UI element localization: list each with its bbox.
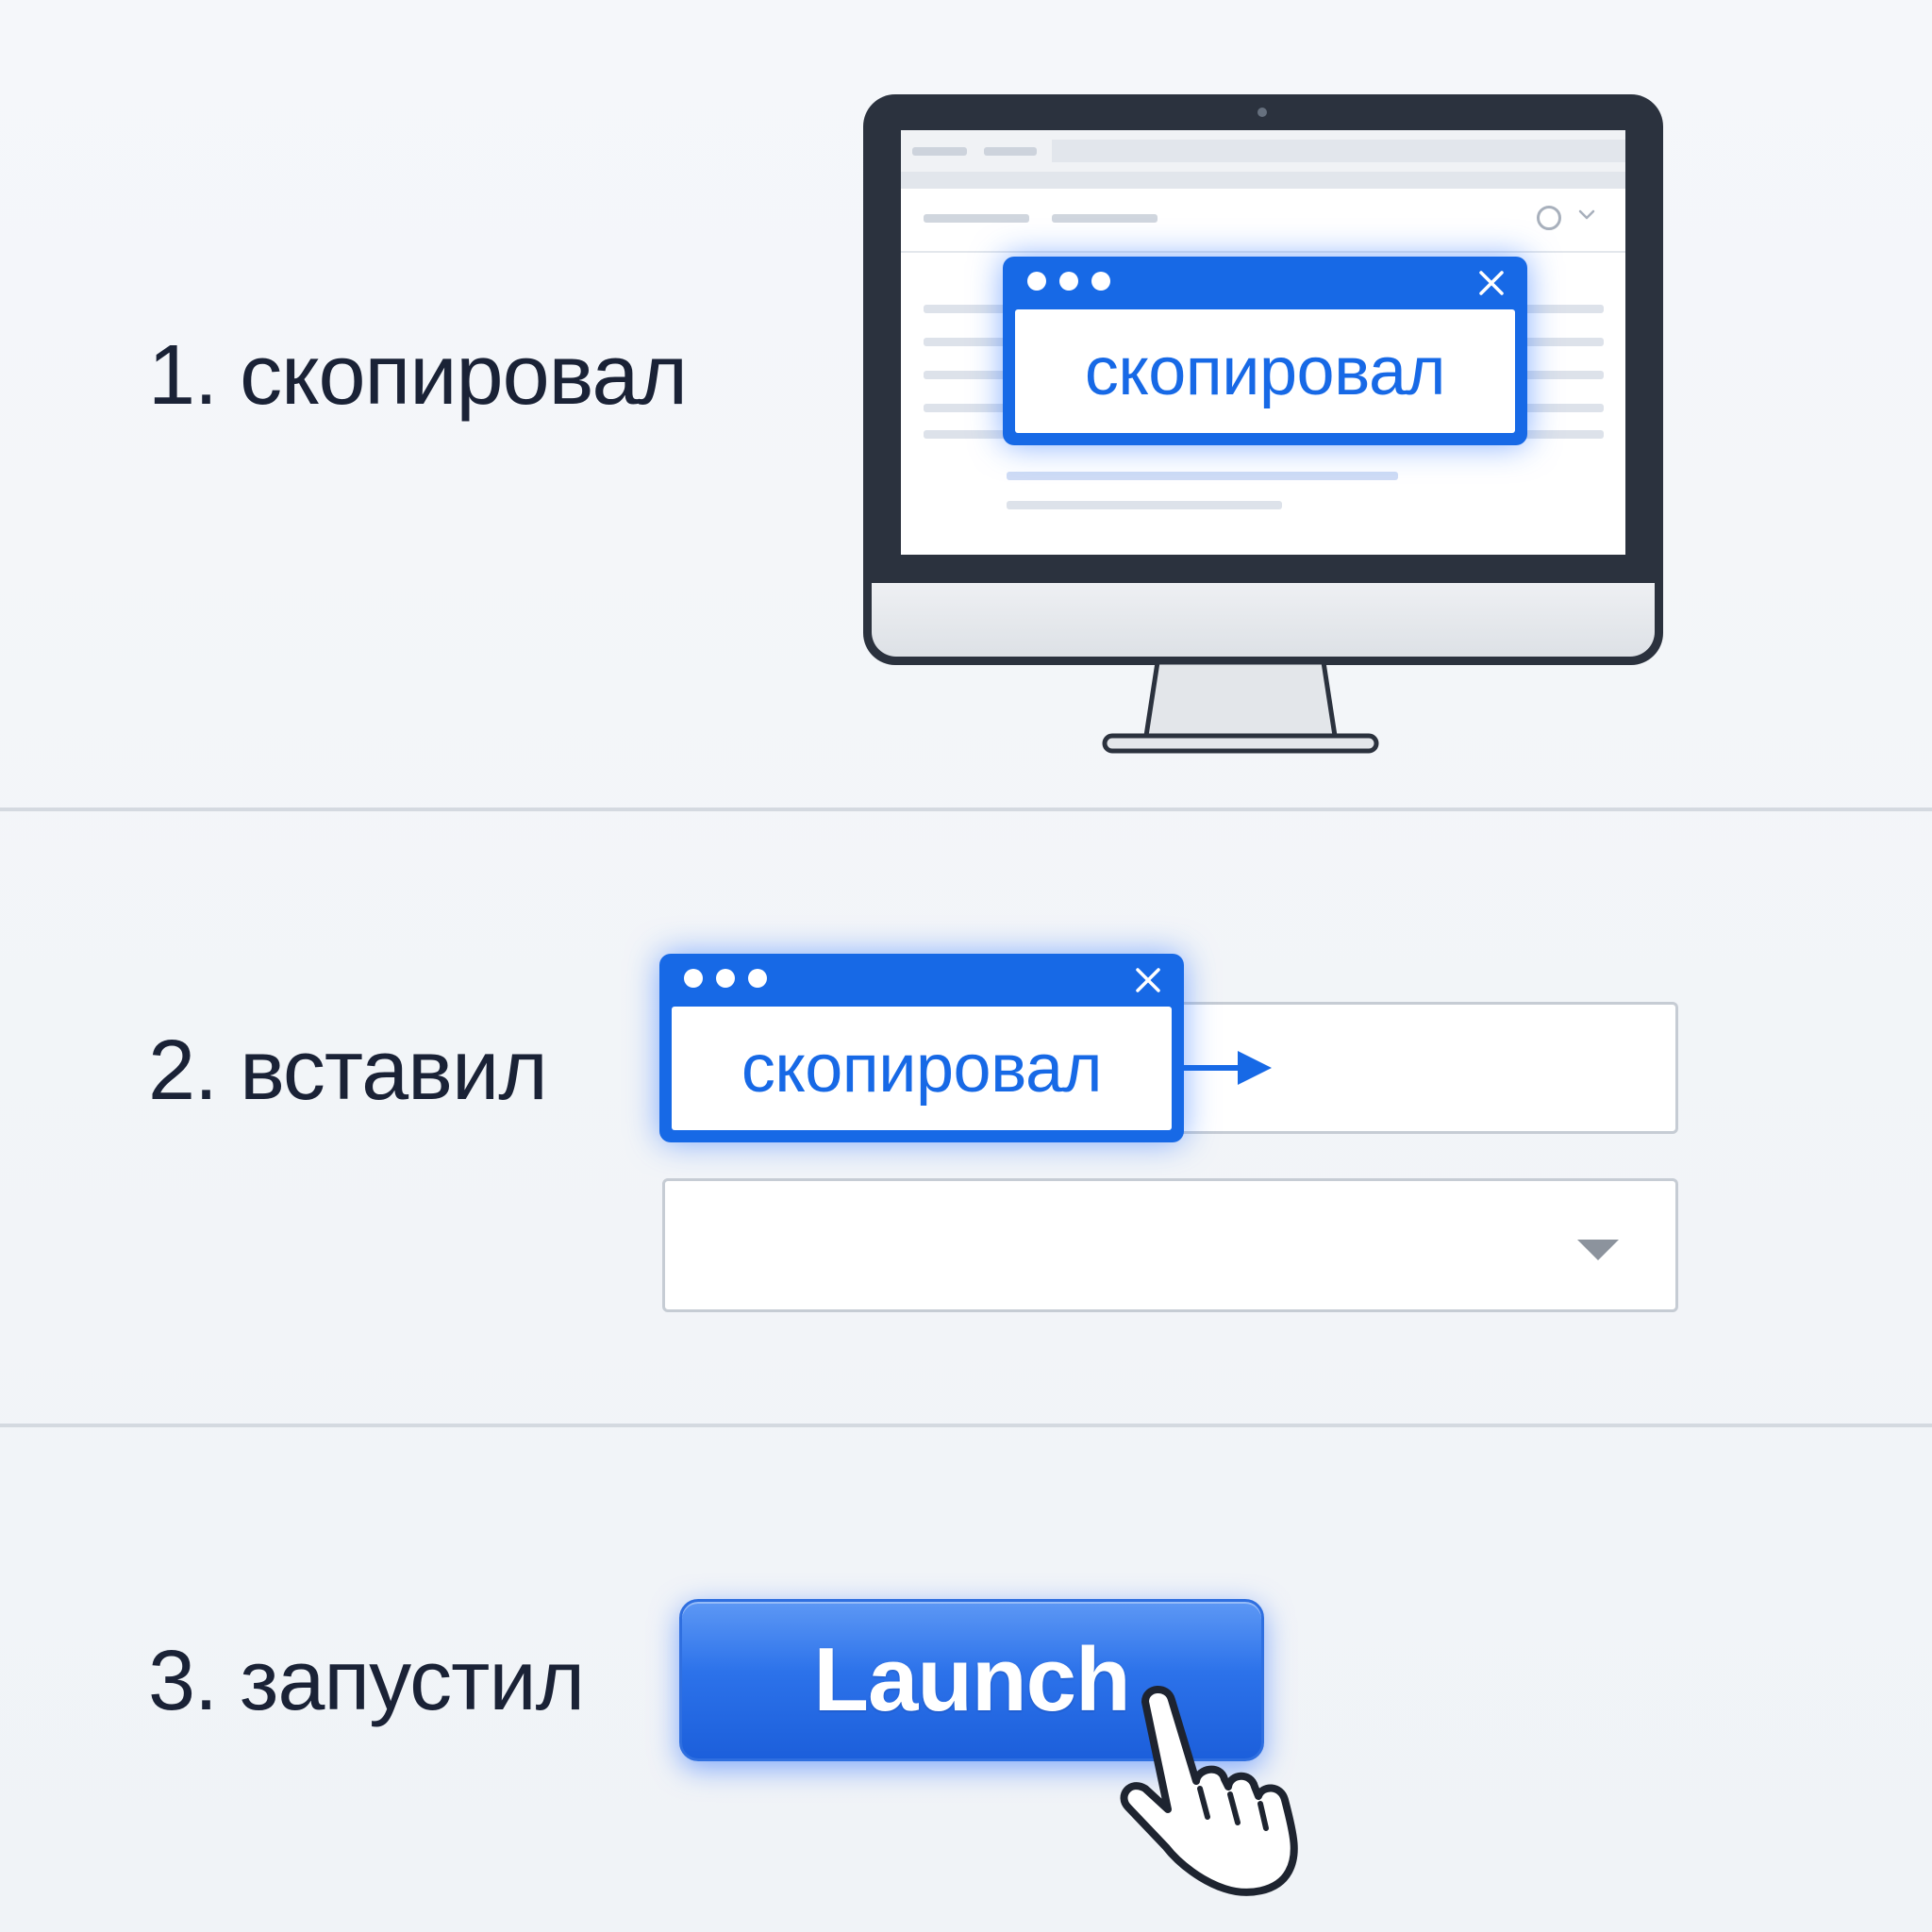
- monitor-chin: [872, 583, 1655, 657]
- content-line: [1519, 371, 1604, 379]
- desktop-monitor: [863, 94, 1663, 665]
- launch-button-label: Launch: [813, 1629, 1130, 1730]
- arrow-right-icon: [1179, 1051, 1272, 1085]
- content-line: [924, 430, 1008, 439]
- window-dots-icon: [716, 969, 735, 988]
- chevron-down-icon[interactable]: [1576, 204, 1597, 225]
- browser-tab[interactable]: [984, 147, 1037, 156]
- browser-toolbar-band: [901, 172, 1625, 189]
- popup-body: скопировал: [1015, 309, 1515, 433]
- browser-tab[interactable]: [912, 147, 967, 156]
- address-text: [924, 214, 1029, 223]
- copied-text-popup[interactable]: скопировал: [1003, 257, 1527, 445]
- section-divider: [0, 1424, 1932, 1427]
- window-dots-icon: [1059, 272, 1078, 291]
- pasted-text-popup[interactable]: скопировал: [659, 954, 1184, 1142]
- hand-pointer-icon: [1120, 1686, 1298, 1896]
- content-line: [924, 338, 1008, 346]
- browser-tab-bar: [901, 130, 1625, 189]
- step-2-label: 2. вставил: [148, 1024, 548, 1118]
- camera-dot: [1257, 108, 1267, 117]
- content-line: [1007, 472, 1398, 480]
- content-line: [924, 404, 1008, 412]
- content-line: [1519, 430, 1604, 439]
- close-icon[interactable]: [1135, 967, 1161, 993]
- content-line: [924, 371, 1008, 379]
- chevron-down-icon[interactable]: [1577, 1240, 1619, 1260]
- window-dots-icon: [684, 969, 703, 988]
- popup-body: скопировал: [672, 1007, 1172, 1130]
- address-text: [1052, 214, 1158, 223]
- section-divider: [0, 808, 1932, 811]
- browser-tab-strip: [1052, 140, 1625, 162]
- content-line: [1519, 305, 1604, 313]
- content-line: [1519, 338, 1604, 346]
- close-icon[interactable]: [1478, 270, 1505, 296]
- content-line: [1519, 404, 1604, 412]
- browser-address-bar[interactable]: [901, 189, 1625, 253]
- step-1-label: 1. скопировал: [148, 328, 688, 423]
- monitor-screen: [901, 130, 1625, 555]
- dropdown-select[interactable]: [662, 1178, 1678, 1312]
- window-dots-icon: [748, 969, 767, 988]
- step-3-label: 3. запустил: [148, 1634, 585, 1728]
- circle-icon[interactable]: [1537, 206, 1561, 230]
- monitor-stand: [1102, 660, 1379, 754]
- window-dots-icon: [1027, 272, 1046, 291]
- window-dots-icon: [1091, 272, 1110, 291]
- pasted-text: скопировал: [741, 1030, 1103, 1107]
- copied-text: скопировал: [1084, 333, 1446, 409]
- content-line: [1007, 501, 1282, 509]
- content-line: [924, 305, 1008, 313]
